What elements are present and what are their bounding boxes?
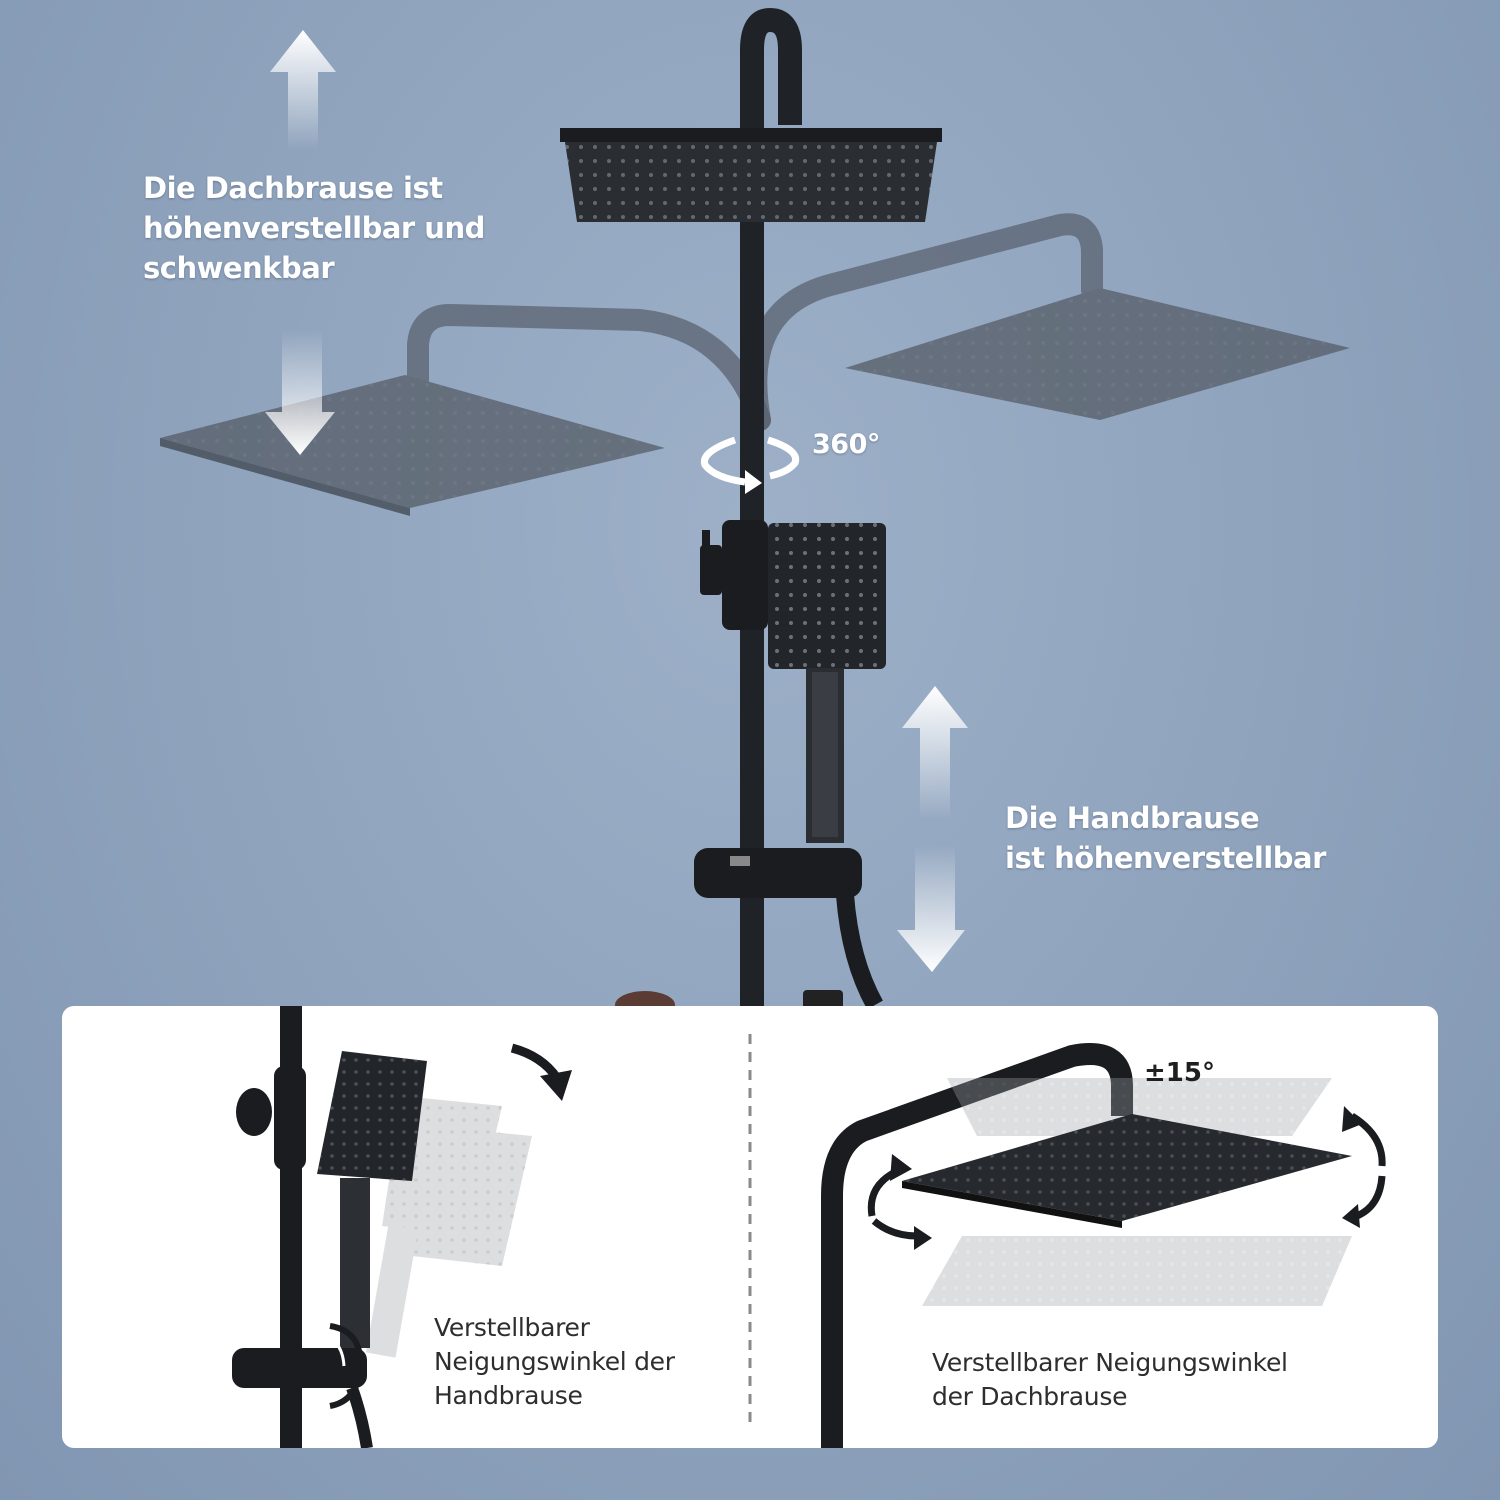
handshower-tilt-caption: Verstellbarer Neigungswinkel der Handbra… (434, 1313, 675, 1410)
handshower-height-label: Die Handbrause ist höhenverstellbar (1005, 801, 1326, 875)
rotation-label: 360° (812, 429, 880, 460)
overhead-height-label: Die Dachbrause ist höhenverstellbar und … (143, 171, 485, 285)
overhead-shower-left-position (160, 303, 771, 516)
overhead-tilt-illustration (821, 1043, 1386, 1448)
height-adjust-arrow-icon (265, 30, 336, 455)
handshower-tilt-illustration (232, 1006, 572, 1448)
hand-shower (700, 520, 886, 843)
hand-shower-slider (694, 848, 883, 1010)
overhead-shower-head (560, 128, 942, 222)
overhead-shower-right-position (745, 213, 1350, 431)
rotation-arrow-icon (700, 436, 800, 494)
tilt-degree-label: ±15° (1144, 1058, 1215, 1088)
overhead-tilt-caption: Verstellbarer Neigungswinkel der Dachbra… (932, 1348, 1288, 1411)
feature-panel: Verstellbarer Neigungswinkel der Handbra… (62, 1006, 1438, 1448)
hand-shower-height-arrow-icon (897, 686, 968, 972)
tilt-detail-illustrations (232, 1006, 1386, 1448)
